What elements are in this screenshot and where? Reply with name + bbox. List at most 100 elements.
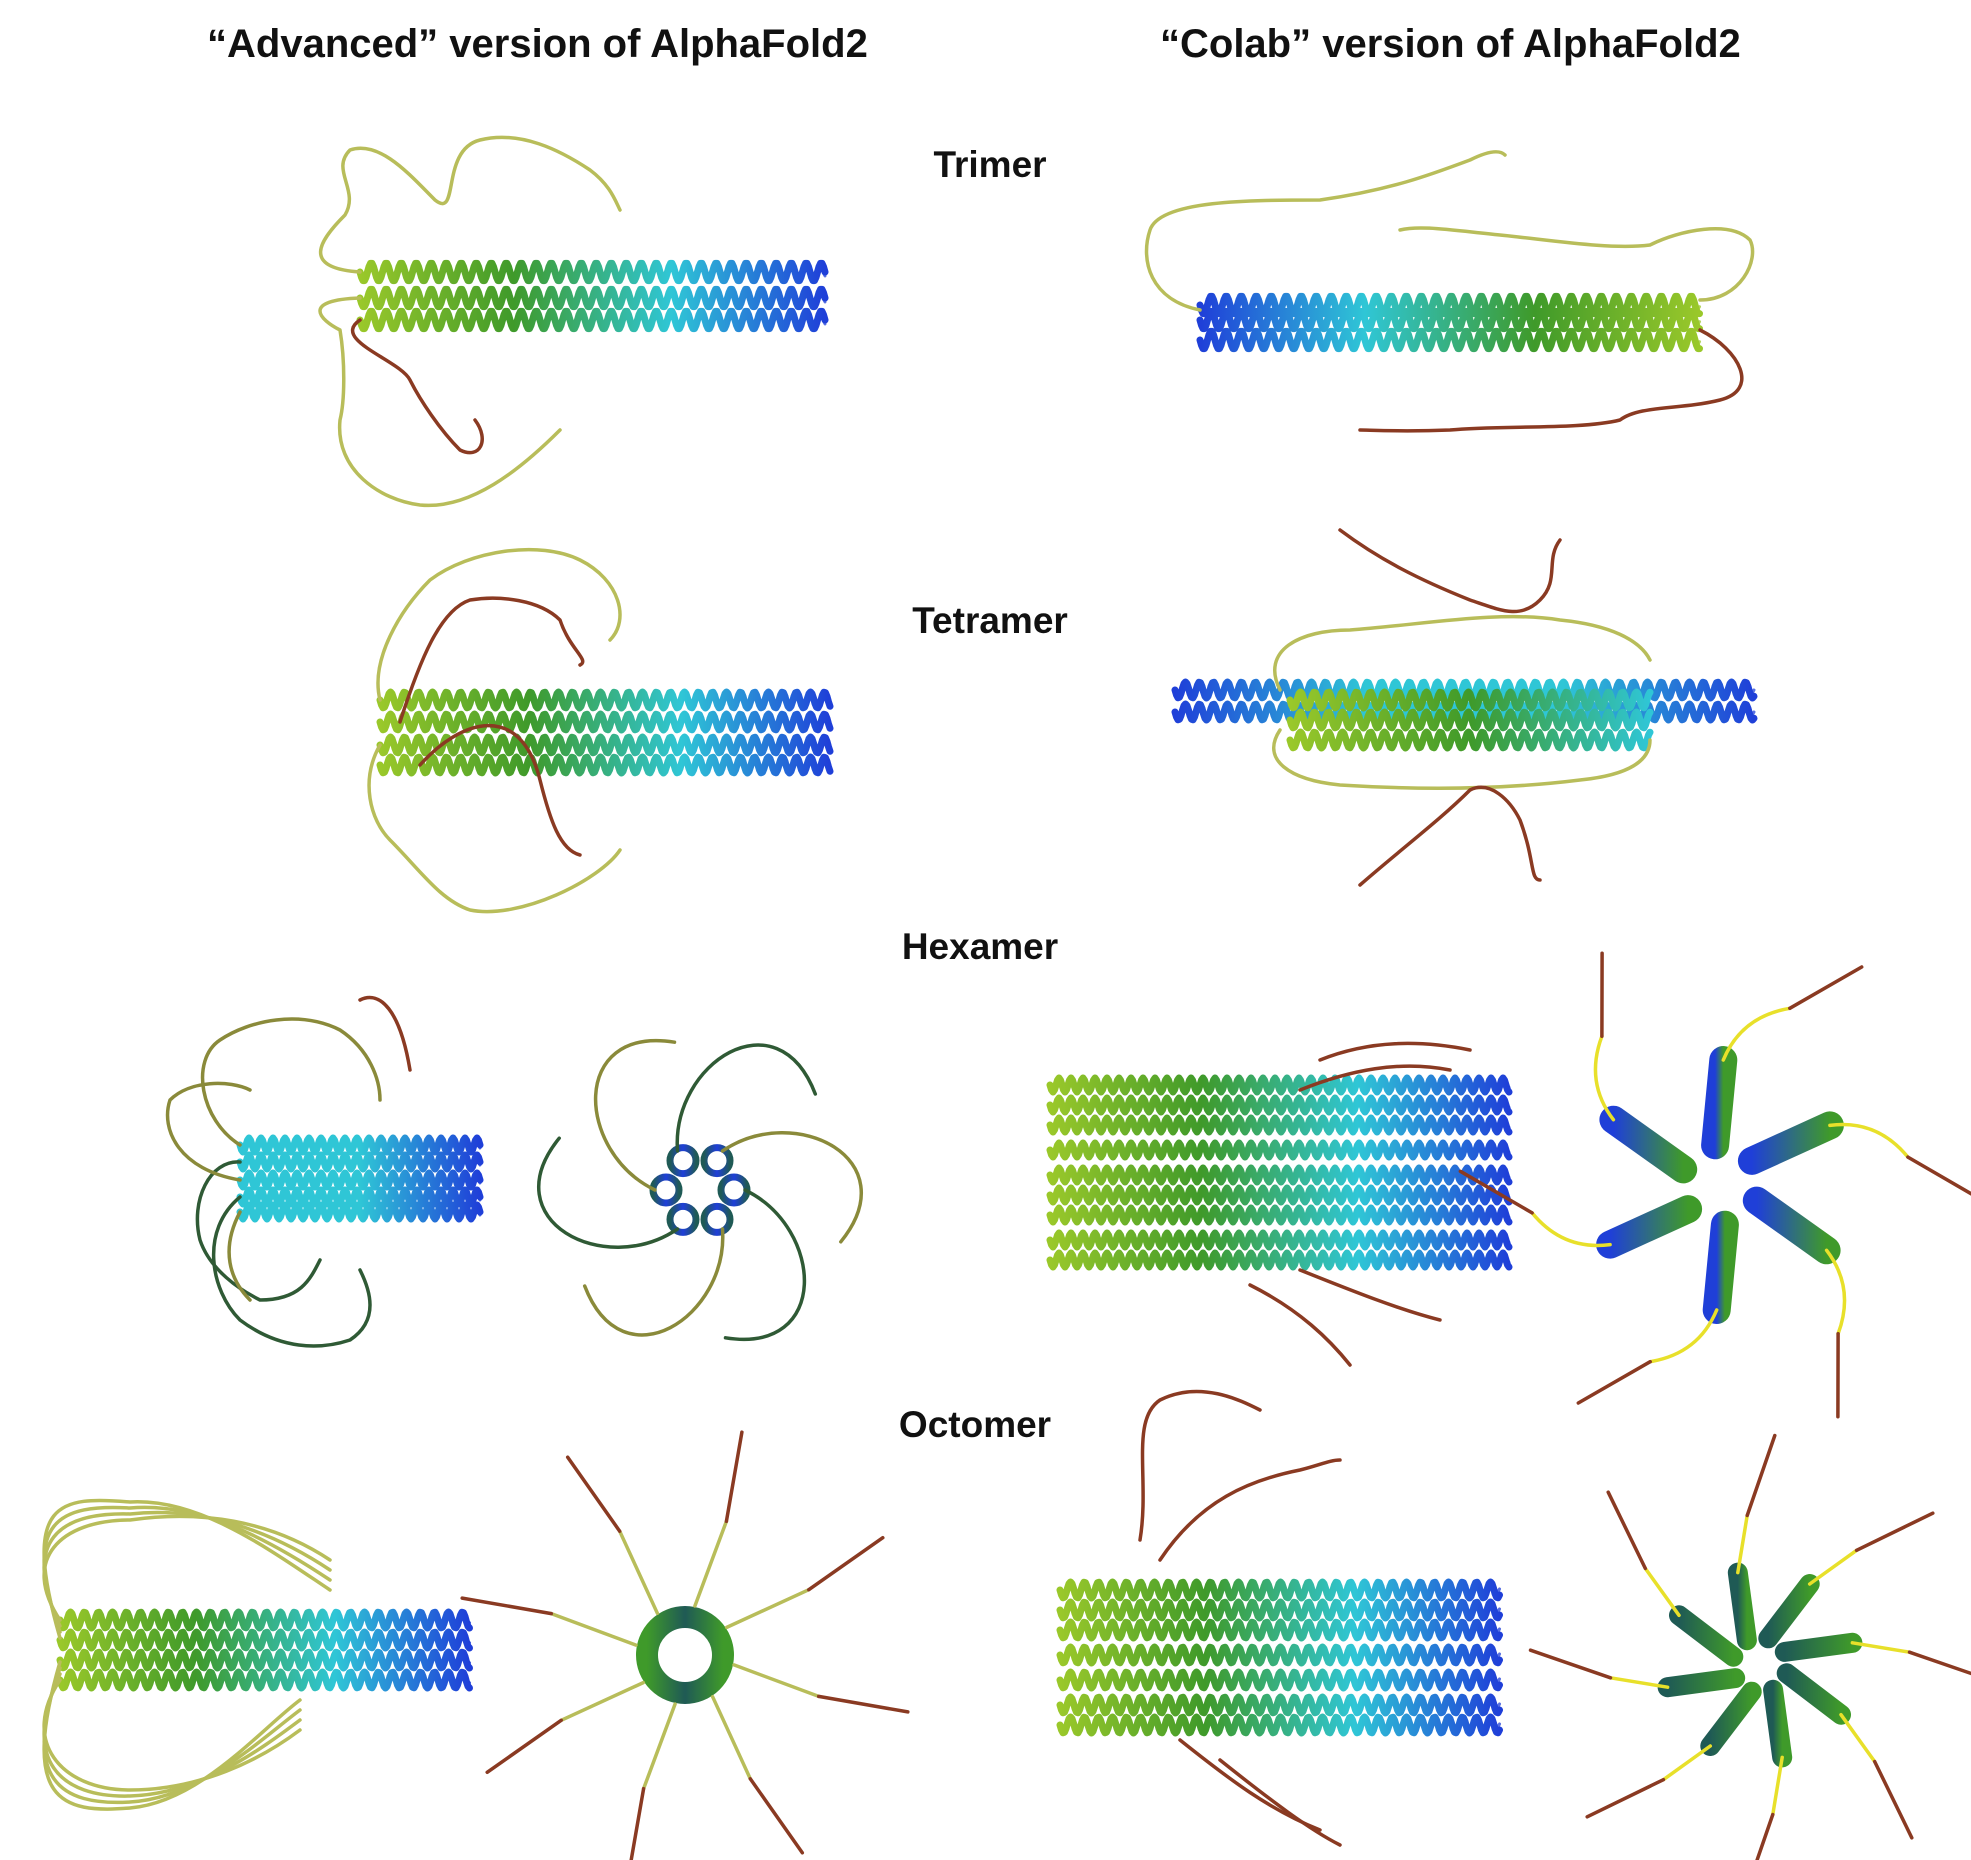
octomer-colab-side-helix-0-inner <box>1058 1584 1501 1596</box>
hexamer-colab-side-helix-8-inner <box>1048 1254 1511 1266</box>
octomer-colab-tail-2 <box>1158 1458 1342 1562</box>
left-column-header: “Advanced” version of AlphaFold2 <box>207 22 868 66</box>
trimer-adv-loop-3 <box>350 318 484 455</box>
octomer-adv-top-loop-2 <box>641 1702 677 1791</box>
hexamer-adv-side-loop-4 <box>227 1210 252 1302</box>
hexamer-adv-top-loop-5 <box>720 1131 863 1244</box>
octomer-colab-side-helix-3-inner <box>1058 1649 1501 1661</box>
hexamer-adv-top-helix-4 <box>666 1144 700 1178</box>
tetramer-colab-inner-helix-0 <box>1286 688 1654 712</box>
octomer-adv-top-tail-4 <box>460 1596 554 1616</box>
trimer-colab-loop-2 <box>1398 226 1755 302</box>
octomer-adv-top-tail-6 <box>724 1430 744 1524</box>
octomer-adv-side-helix-1-inner <box>58 1634 471 1646</box>
row-label-trimer: Trimer <box>933 144 1047 185</box>
octomer-adv-top-tail-7 <box>807 1535 885 1592</box>
octomer-adv-top-loop-4 <box>549 1611 638 1647</box>
octomer-colab-top-helix-6 <box>1758 1574 1820 1649</box>
octomer-colab-tail-1 <box>1138 1389 1262 1542</box>
tetramer-colab-loop-3 <box>1338 528 1562 614</box>
hexamer-adv-side-helix-3-inner <box>238 1191 482 1203</box>
octomer-colab-top-tail-5 <box>1745 1433 1777 1518</box>
hexamer-adv-top-helix-2 <box>666 1202 700 1236</box>
hexamer-colab-top-tail-5 <box>1906 1155 1971 1196</box>
trimer-adv-helix-2 <box>356 307 829 333</box>
octomer-adv-side-loop-bottom-3 <box>42 1660 302 1811</box>
octomer-colab-side-helix-1 <box>1056 1598 1503 1622</box>
tetramer-adv-helix-3-inner <box>378 759 832 771</box>
octomer-adv-top-loop-1 <box>710 1694 753 1781</box>
octomer-colab-side-helix-5-inner <box>1058 1699 1501 1711</box>
octomer-adv-side-loop-top-0 <box>42 1514 332 1622</box>
tetramer-adv-helix-1-inner <box>378 716 832 728</box>
trimer-adv-helix-1 <box>356 285 829 311</box>
hexamer-colab-top-tail-4 <box>1788 965 1864 1011</box>
hexamer-colab-tail-1 <box>1298 1064 1452 1092</box>
hexamer-colab-tail-4 <box>1248 1283 1352 1367</box>
row-label-hexamer: Hexamer <box>901 926 1059 967</box>
tetramer-colab-outer-helix-0 <box>1171 678 1758 702</box>
octomer-colab-top-loop-4 <box>1643 1566 1681 1618</box>
trimer-colab-loop-3 <box>1358 328 1744 433</box>
octomer-adv-top-loop-6 <box>693 1519 729 1608</box>
hexamer-colab-top-loop-4 <box>1721 1006 1792 1062</box>
octomer-colab-top-tail-2 <box>1585 1777 1666 1819</box>
hexamer-adv-top-helix-5 <box>700 1144 734 1178</box>
hexamer-colab-top-loop-1 <box>1648 1308 1719 1364</box>
trimer-adv-loop-2 <box>318 296 562 508</box>
octomer-adv-top-tail-2 <box>629 1786 646 1860</box>
hexamer-colab-side-helix-2-inner <box>1048 1119 1511 1131</box>
tetramer-adv-helix-0-inner <box>378 694 832 706</box>
hexamer-colab-side-helix-7-inner <box>1048 1234 1511 1246</box>
octomer-adv-top-ring <box>636 1606 734 1704</box>
hexamer-colab-top-tail-1 <box>1576 1359 1652 1405</box>
hexamer-colab-top-loop-2 <box>1530 1211 1612 1248</box>
octomer-colab-side-helix-2 <box>1056 1618 1503 1642</box>
octomer-colab-top-tail-3 <box>1528 1648 1613 1680</box>
tetramer-colab-inner-helix-2 <box>1286 728 1654 752</box>
tetramer-adv-loop-4 <box>418 723 582 857</box>
tetramer-adv-loop-2 <box>398 596 585 724</box>
hexamer-adv-side-loop-2 <box>165 1081 252 1182</box>
hexamer-colab-top-tail-2 <box>1458 1169 1534 1215</box>
hexamer-colab-tail-2 <box>1318 1041 1472 1062</box>
hexamer-adv-side-helix-0-inner <box>238 1139 482 1151</box>
hexamer-adv-top-loop-3 <box>593 1038 677 1192</box>
right-column-header: “Colab” version of AlphaFold2 <box>1160 22 1741 66</box>
octomer-colab-top-helix-7 <box>1774 1632 1863 1662</box>
hexamer-colab-side-helix-1-inner <box>1048 1099 1511 1111</box>
row-label-octomer: Octomer <box>898 1404 1052 1445</box>
hexamer-colab-top-helix-2 <box>1596 1195 1703 1259</box>
hexamer-adv-side-loop-1 <box>195 1160 322 1302</box>
octomer-colab-side-helix-5 <box>1056 1693 1503 1717</box>
octomer-adv-top-loop-0 <box>732 1663 821 1699</box>
octomer-colab-top-tail-4 <box>1606 1490 1648 1571</box>
octomer-colab-side-helix-0 <box>1056 1578 1503 1602</box>
octomer-adv-side-helix-0-inner <box>58 1614 471 1626</box>
octomer-colab-top-helix-3 <box>1657 1668 1746 1698</box>
hexamer-adv-top-loop-1 <box>582 1227 725 1337</box>
octomer-colab-top-helix-2 <box>1700 1681 1762 1756</box>
hexamer-adv-side-helix-2-inner <box>238 1174 482 1186</box>
hexamer-colab-top-loop-5 <box>1828 1122 1910 1159</box>
hexamer-colab-top-helix-4 <box>1701 1046 1738 1160</box>
octomer-colab-top-loop-5 <box>1736 1513 1749 1575</box>
row-label-tetramer: Tetramer <box>912 600 1068 641</box>
octomer-adv-side-helix-2-inner <box>58 1654 471 1666</box>
hexamer-colab-top-helix-5 <box>1737 1111 1844 1175</box>
trimer-colab-loop-1 <box>1144 149 1507 312</box>
hexamer-colab-top-helix-0 <box>1742 1186 1841 1265</box>
octomer-adv-top-loop-7 <box>724 1587 811 1630</box>
tetramer-colab-inner-helix-2-inner <box>1288 734 1652 746</box>
octomer-colab-side-helix-2-inner <box>1058 1624 1501 1636</box>
hexamer-adv-side-helix-4-inner <box>238 1206 482 1218</box>
tetramer-colab-loop-2 <box>1272 728 1652 791</box>
trimer-colab-helix-1-inner <box>1198 313 1701 327</box>
octomer-adv-top-tail-5 <box>565 1455 622 1533</box>
hexamer-adv-top-helix-0 <box>717 1173 751 1207</box>
trimer-colab-helix-2-inner <box>1198 333 1701 347</box>
octomer-colab-top-helix-4 <box>1669 1605 1744 1667</box>
octomer-adv-top-loop-3 <box>559 1680 646 1723</box>
hexamer-adv-side-tail <box>358 995 412 1072</box>
